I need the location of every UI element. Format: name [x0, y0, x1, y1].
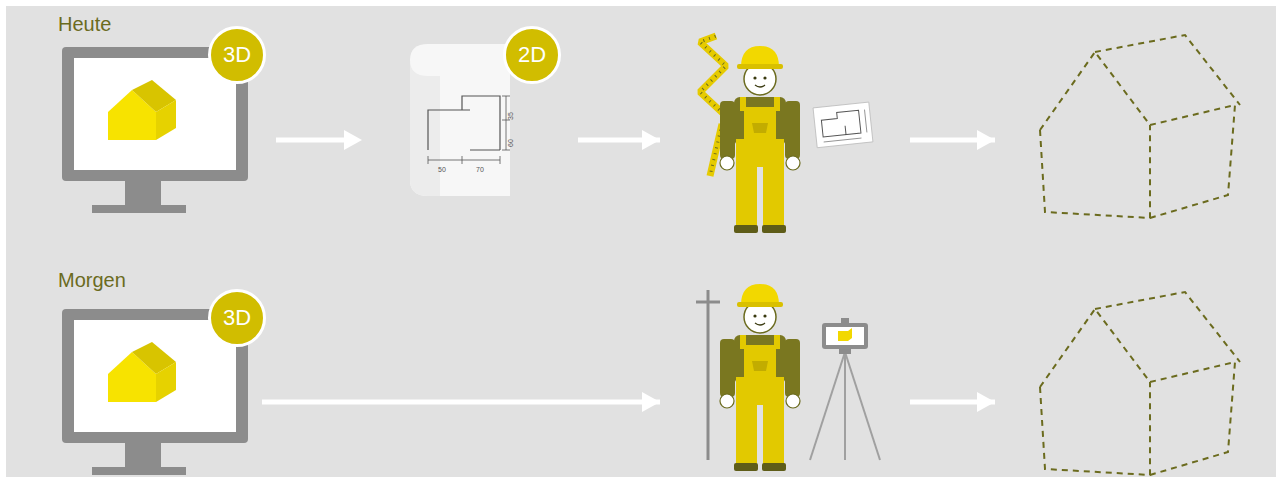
- dimension: 60: [507, 139, 514, 147]
- monitor-3d: 3D: [58, 289, 268, 469]
- badge-circle: 3D: [208, 289, 266, 347]
- badge-text: 3D: [223, 44, 251, 66]
- dimension: 35: [507, 112, 514, 120]
- blueprint-2d: 2D: [370, 26, 562, 206]
- row-label: Heute: [58, 14, 111, 34]
- badge-circle: 2D: [503, 26, 561, 84]
- badge-text: 2D: [518, 44, 546, 66]
- badge-text: 3D: [223, 307, 251, 329]
- monitor-3d: 3D: [58, 26, 268, 216]
- row-label: Morgen: [58, 270, 126, 290]
- flow-arrow: [276, 130, 362, 150]
- dimension: 70: [476, 166, 484, 173]
- badge-circle: 3D: [208, 26, 266, 84]
- dimension: 50: [438, 166, 446, 173]
